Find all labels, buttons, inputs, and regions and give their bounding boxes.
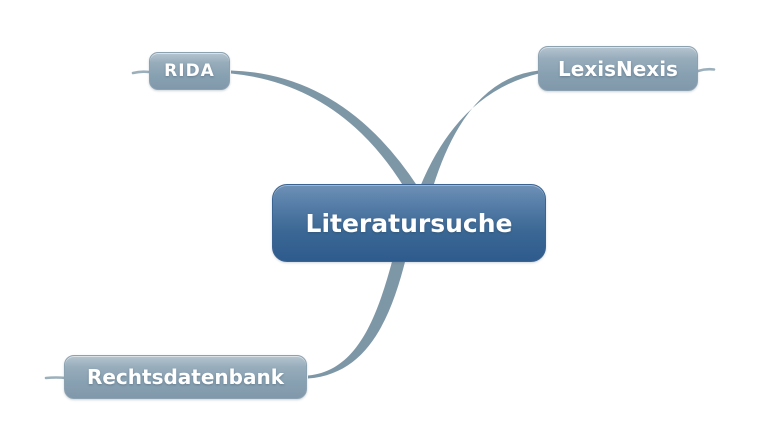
- branch-node-rida[interactable]: RIDA: [149, 52, 230, 90]
- stub-rechtsdatenbank-left: [44, 376, 68, 380]
- branch-node-lexisnexis-label: LexisNexis: [558, 56, 678, 81]
- branch-node-rechtsdatenbank[interactable]: Rechtsdatenbank: [64, 355, 307, 399]
- connector-center-rida: [231, 70, 418, 187]
- branch-node-rida-label: RIDA: [164, 61, 215, 81]
- stub-rida-left: [131, 70, 151, 75]
- connector-center-lexisnexis: [420, 70, 539, 187]
- central-node-literatursuche[interactable]: Literatursuche: [272, 184, 546, 262]
- central-node-label: Literatursuche: [305, 208, 513, 238]
- branch-node-lexisnexis[interactable]: LexisNexis: [538, 46, 698, 91]
- stub-lexisnexis-right: [696, 67, 716, 73]
- branch-node-rechtsdatenbank-label: Rechtsdatenbank: [86, 365, 285, 389]
- connector-center-rechtsdatenbank: [308, 258, 406, 379]
